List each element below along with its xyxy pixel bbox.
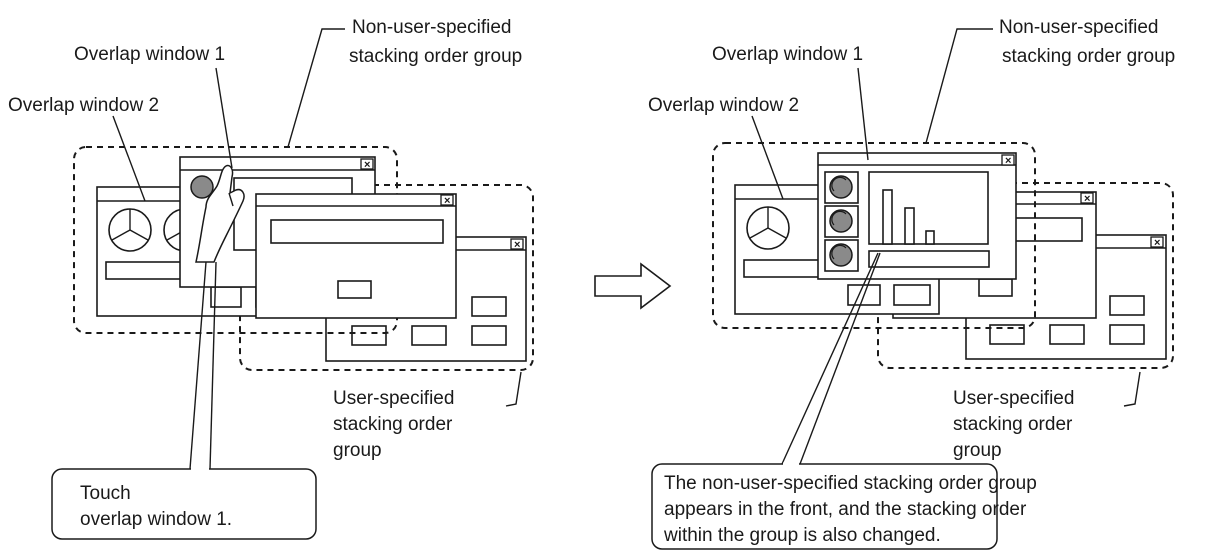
leader-user xyxy=(505,371,522,407)
pointer-line-b xyxy=(799,252,881,465)
overlap-window-1: × xyxy=(817,152,1017,280)
leader-window-1 xyxy=(215,67,233,169)
nonuser-group-outline xyxy=(712,142,1036,329)
leader-nonuser xyxy=(287,28,345,148)
label-user-line1: User-specified xyxy=(333,388,454,409)
label-overlap-window-2: Overlap window 2 xyxy=(8,95,159,116)
callout-line1: The non-user-specified stacking order gr… xyxy=(664,473,1037,494)
label-user-line1: User-specified xyxy=(953,388,1074,409)
callout-line3: within the group is also changed. xyxy=(663,525,941,546)
leader-window-1 xyxy=(857,67,869,161)
leader-window-2 xyxy=(751,115,784,200)
label-overlap-window-2: Overlap window 2 xyxy=(648,95,799,116)
leader-nonuser xyxy=(925,28,993,144)
result-callout-box xyxy=(651,463,998,550)
label-nonuser-line2: stacking order group xyxy=(1002,46,1175,67)
leader-window-2 xyxy=(112,115,146,202)
close-glyph: × xyxy=(1005,155,1011,167)
label-user-line2: stacking order xyxy=(953,414,1073,435)
label-user-line2: stacking order xyxy=(333,414,453,435)
close-icon xyxy=(1001,154,1015,166)
callout-line2: appears in the front, and the stacking o… xyxy=(664,499,1027,520)
close-icon xyxy=(510,238,524,250)
right-panel: × × xyxy=(648,17,1175,550)
close-glyph: × xyxy=(514,239,520,251)
label-overlap-window-1: Overlap window 1 xyxy=(74,44,225,65)
touch-callout-box xyxy=(51,468,317,540)
pie-chart-icon xyxy=(108,208,152,252)
label-nonuser-line1: Non-user-specified xyxy=(999,17,1158,38)
label-user-line3: group xyxy=(333,440,382,461)
label-nonuser-line1: Non-user-specified xyxy=(352,17,511,38)
arrow-right-icon xyxy=(594,262,672,310)
left-panel: × xyxy=(8,17,534,540)
close-icon xyxy=(1080,192,1094,204)
pointer-line-b xyxy=(209,261,217,470)
close-glyph: × xyxy=(364,159,370,171)
gauge-icon xyxy=(824,171,859,204)
pie-chart-icon xyxy=(746,206,790,250)
label-user-line3: group xyxy=(953,440,1002,461)
pointer-line-a xyxy=(781,252,879,465)
label-nonuser-line2: stacking order group xyxy=(349,46,522,67)
leader-user xyxy=(1123,371,1141,407)
hand-pointer-icon xyxy=(195,164,245,263)
label-overlap-window-1: Overlap window 1 xyxy=(712,44,863,65)
pointer-line-a xyxy=(189,261,207,470)
close-icon xyxy=(1150,236,1164,248)
close-glyph: × xyxy=(444,195,450,207)
callout-line1: Touch xyxy=(80,483,131,504)
close-icon xyxy=(440,194,454,206)
close-glyph: × xyxy=(1084,193,1090,205)
callout-line2: overlap window 1. xyxy=(80,509,232,530)
gauge-icon xyxy=(824,205,859,238)
close-icon xyxy=(360,158,374,170)
user-group-outline xyxy=(239,184,534,371)
close-glyph: × xyxy=(1154,237,1160,249)
gauge-icon xyxy=(190,175,214,199)
gauge-icon xyxy=(824,239,859,272)
user-window-front: × xyxy=(255,193,457,319)
